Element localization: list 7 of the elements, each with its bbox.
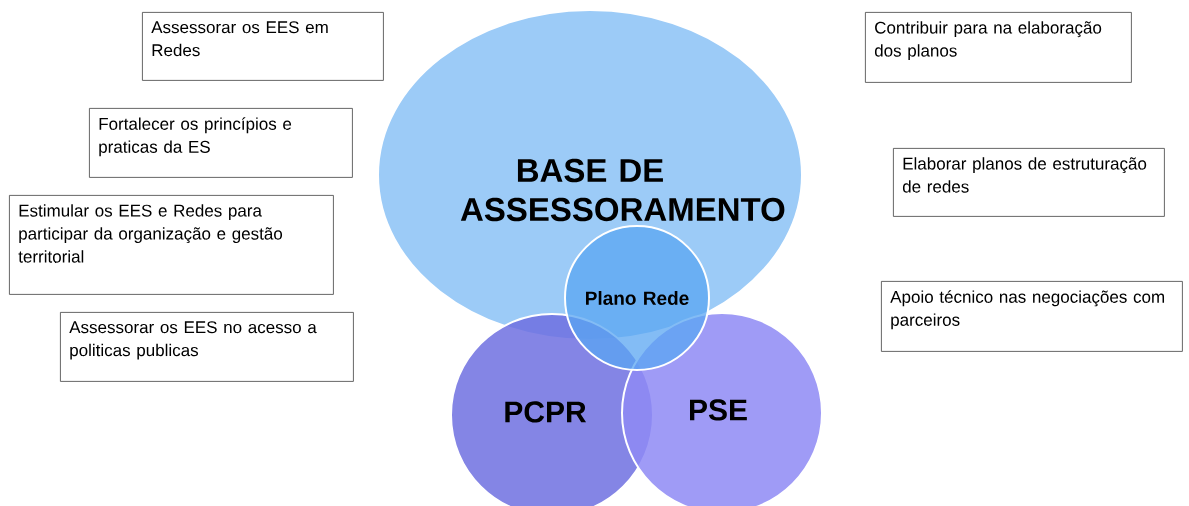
text-box: Apoio técnico nas negociações com parceiros: [881, 281, 1183, 352]
text-box: Assessorar os EES no acesso a politicas publicas: [60, 312, 354, 382]
text-box: Fortalecer os princípios e praticas da ES: [89, 108, 353, 178]
text-box: Contribuir para na elaboração dos planos: [865, 12, 1132, 83]
text-box: Estimular os EES e Redes para participar da organização e gestão territorial: [9, 195, 334, 295]
text-box: Assessorar os EES em Redes: [142, 12, 384, 81]
text-box: Elaborar planos de estruturação de redes: [893, 148, 1165, 217]
